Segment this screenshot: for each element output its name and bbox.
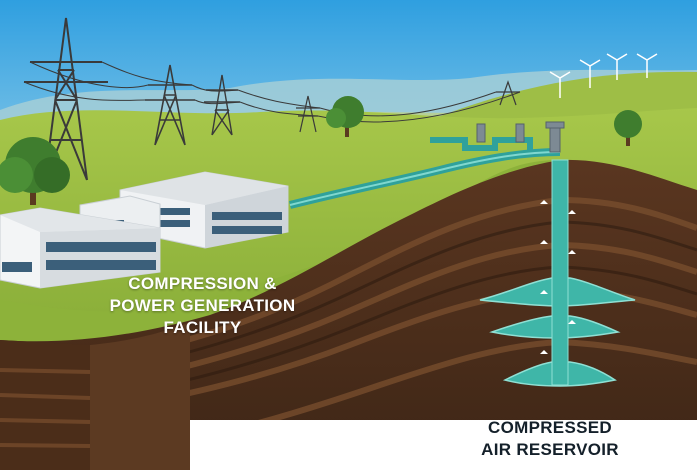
building-icon xyxy=(0,171,289,289)
tree-icon xyxy=(0,137,70,205)
tree-icon xyxy=(614,110,642,146)
power-tower-icon xyxy=(145,64,195,146)
tree-icon xyxy=(326,96,364,137)
reservoir-label-line-1: COMPRESSED xyxy=(488,418,612,437)
facility-label-line-2: POWER GENERATION xyxy=(109,296,296,315)
power-tower-icon xyxy=(24,17,108,181)
facility-label-line-3: FACILITY xyxy=(163,318,242,337)
air-shaft xyxy=(551,159,569,386)
power-tower-icon xyxy=(204,74,240,136)
soil-strata xyxy=(89,196,697,443)
surface-pipe xyxy=(430,137,533,151)
power-tower-icon xyxy=(496,80,520,106)
facility-label-line-1: COMPRESSION & xyxy=(128,274,277,293)
soil-front-mid xyxy=(90,322,190,470)
wellhead-icon xyxy=(476,121,565,153)
reservoir-label-line-2: AIR RESERVOIR xyxy=(481,440,619,459)
air-flow-arrows xyxy=(540,200,576,354)
reservoir-label: COMPRESSED AIR RESERVOIR xyxy=(440,417,660,461)
soil-strata-dark xyxy=(89,220,697,400)
soil-front-left xyxy=(0,340,90,470)
ground-base xyxy=(190,420,697,470)
wind-turbine-icon xyxy=(549,53,658,98)
facility-label: COMPRESSION & POWER GENERATION FACILITY xyxy=(70,273,335,339)
